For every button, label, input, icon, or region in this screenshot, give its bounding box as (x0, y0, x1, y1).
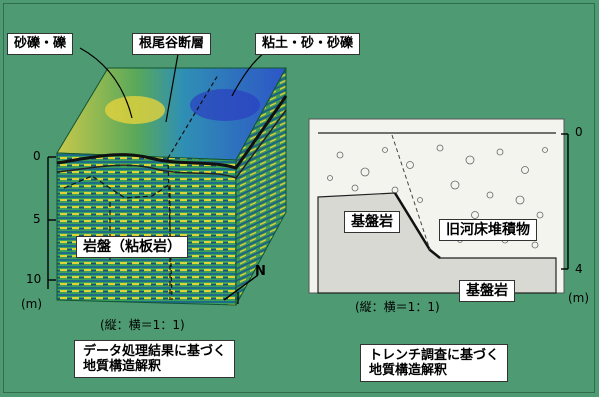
bedrock-label-lower: 基盤岩 (459, 280, 515, 302)
left-caption-line-1: データ処理結果に基づく (83, 344, 227, 359)
right-depth-label-4: 4 (575, 262, 583, 276)
bedrock-label-upper: 基盤岩 (344, 211, 400, 233)
top-face-yellow-patch (105, 96, 165, 124)
left-depth-label-0: 0 (33, 149, 41, 163)
left-depth-label-10: 10 (26, 272, 42, 286)
left-depth-label-5: 5 (33, 212, 41, 226)
right-caption-line-1: トレンチ調査に基づく (369, 348, 500, 363)
right-caption-line-2: 地質構造解釈 (369, 363, 448, 378)
gravel-callout: 砂礫・礫 (7, 33, 74, 55)
bedrock-slate-label: 岩盤（粘板岩） (76, 236, 188, 258)
left-caption-line-2: 地質構造解釈 (83, 359, 162, 374)
left-scale-ratio: (縦：横＝1：1) (100, 318, 185, 332)
fault-line-top (167, 74, 219, 159)
gravel-callout-arrow (79, 47, 133, 119)
trench-dashed-line (391, 134, 431, 251)
right-depth-label-0: 0 (575, 125, 583, 139)
lower-boundary-line (56, 109, 287, 179)
left-depth-unit: (m) (21, 297, 43, 311)
left-caption: データ処理結果に基づく 地質構造解釈 (74, 340, 236, 378)
right-depth-unit: (m) (568, 291, 590, 305)
top-face-blue-patch (190, 89, 260, 121)
right-caption: トレンチ調査に基づく 地質構造解釈 (360, 344, 509, 382)
fault-callout: 根尾谷断層 (132, 33, 212, 55)
north-arrow-line (223, 274, 259, 301)
north-label: N (255, 264, 266, 279)
fault-line-front (167, 157, 173, 301)
right-scale-ratio: (縦：横＝1：1) (355, 300, 440, 314)
riverbed-deposit-label: 旧河床堆積物 (439, 219, 537, 241)
clay-sand-callout: 粘土・砂・砂礫 (255, 33, 361, 55)
upper-boundary-line (56, 95, 288, 170)
figure-frame (3, 3, 595, 393)
fault-callout-arrow (165, 53, 179, 123)
